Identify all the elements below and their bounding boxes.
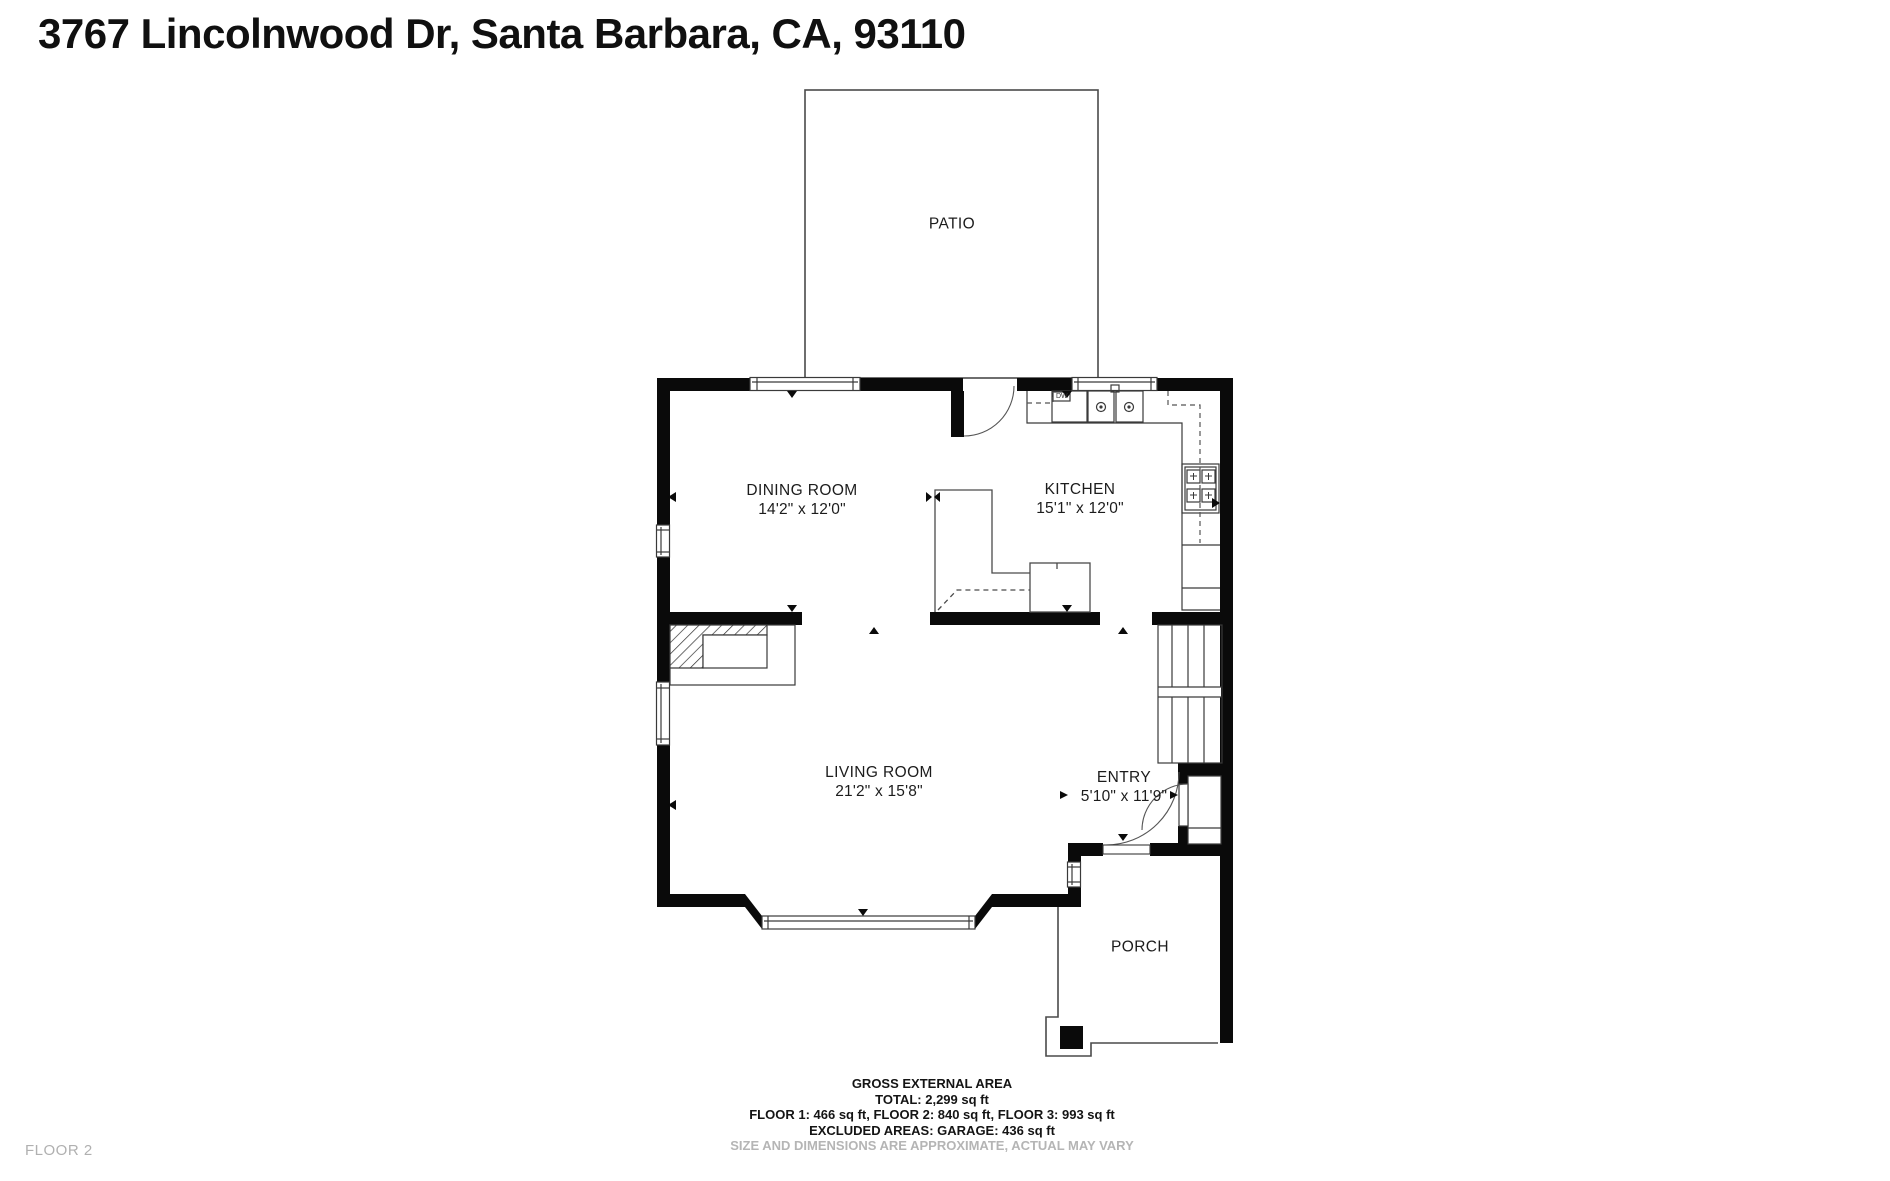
- walls: [657, 378, 1233, 1043]
- window-dining-west: [655, 524, 671, 558]
- patio-outline: [804, 89, 1099, 379]
- room-dims: 14'2" x 12'0": [758, 501, 846, 518]
- room-name: KITCHEN: [1044, 481, 1116, 498]
- dishwasher-tag: [1052, 391, 1071, 402]
- window-kitchen-north: [1071, 376, 1158, 392]
- window-dining-north: [749, 376, 861, 392]
- entry-door-arc: [1105, 771, 1180, 846]
- window-entry-west: [1066, 861, 1082, 888]
- room-name: LIVING ROOM: [825, 764, 933, 781]
- floor-label: FLOOR 2: [25, 1142, 93, 1159]
- area-summary-disclaimer: SIZE AND DIMENSIONS ARE APPROXIMATE, ACT…: [730, 1138, 1134, 1153]
- porch-outline: [1045, 907, 1218, 1057]
- room-dims: 21'2" x 15'8": [835, 783, 923, 800]
- closet-door-arc: [1141, 783, 1189, 831]
- window-living-bay: [761, 915, 976, 930]
- area-summary-total: TOTAL: 2,299 sq ft: [875, 1091, 989, 1107]
- room-label-entry: ENTRY 5'10" x 11'9": [1081, 768, 1167, 806]
- door-arcs: [963, 385, 1189, 846]
- room-label-kitchen: KITCHEN 15'1" x 12'0": [1036, 480, 1124, 518]
- window-living-west: [655, 681, 671, 746]
- room-label-dining: DINING ROOM 14'2" x 12'0": [746, 481, 857, 519]
- room-name: DINING ROOM: [746, 482, 858, 499]
- area-summary-excluded: EXCLUDED AREAS: GARAGE: 436 sq ft: [809, 1122, 1055, 1138]
- upper-cabinets-dashed: [1027, 391, 1201, 543]
- fireplace: [669, 624, 796, 686]
- area-summary-floors: FLOOR 1: 466 sq ft, FLOOR 2: 840 sq ft, …: [749, 1107, 1115, 1122]
- room-dims: 15'1" x 12'0": [1036, 500, 1124, 517]
- room-name: ENTRY: [1096, 769, 1152, 786]
- porch-post: [1060, 1026, 1083, 1049]
- double-sink: [1087, 384, 1144, 423]
- plan-markers: [668, 391, 1220, 916]
- entry-threshold: [1102, 844, 1151, 855]
- dishwasher-label: DW: [1056, 393, 1068, 400]
- kitchen-door-arc: [963, 385, 1015, 437]
- faucet: [1110, 384, 1120, 393]
- firebox: [702, 634, 768, 669]
- staircase: [1157, 624, 1223, 764]
- room-dims: 5'10" x 11'9": [1080, 788, 1168, 805]
- area-summary: GROSS EXTERNAL AREA TOTAL: 2,299 sq ft F…: [730, 1076, 1134, 1154]
- room-label-living: LIVING ROOM 21'2" x 15'8": [825, 763, 933, 801]
- entry-closet: [1178, 775, 1222, 845]
- room-label-porch: PORCH: [1111, 938, 1169, 956]
- page-title: 3767 Lincolnwood Dr, Santa Barbara, CA, …: [38, 10, 966, 57]
- closet-door-leaf: [1178, 783, 1189, 827]
- room-label-patio: PATIO: [928, 215, 976, 233]
- windows: [655, 376, 1158, 930]
- kitchen-island: [934, 489, 1091, 613]
- area-summary-title: GROSS EXTERNAL AREA: [851, 1076, 1013, 1091]
